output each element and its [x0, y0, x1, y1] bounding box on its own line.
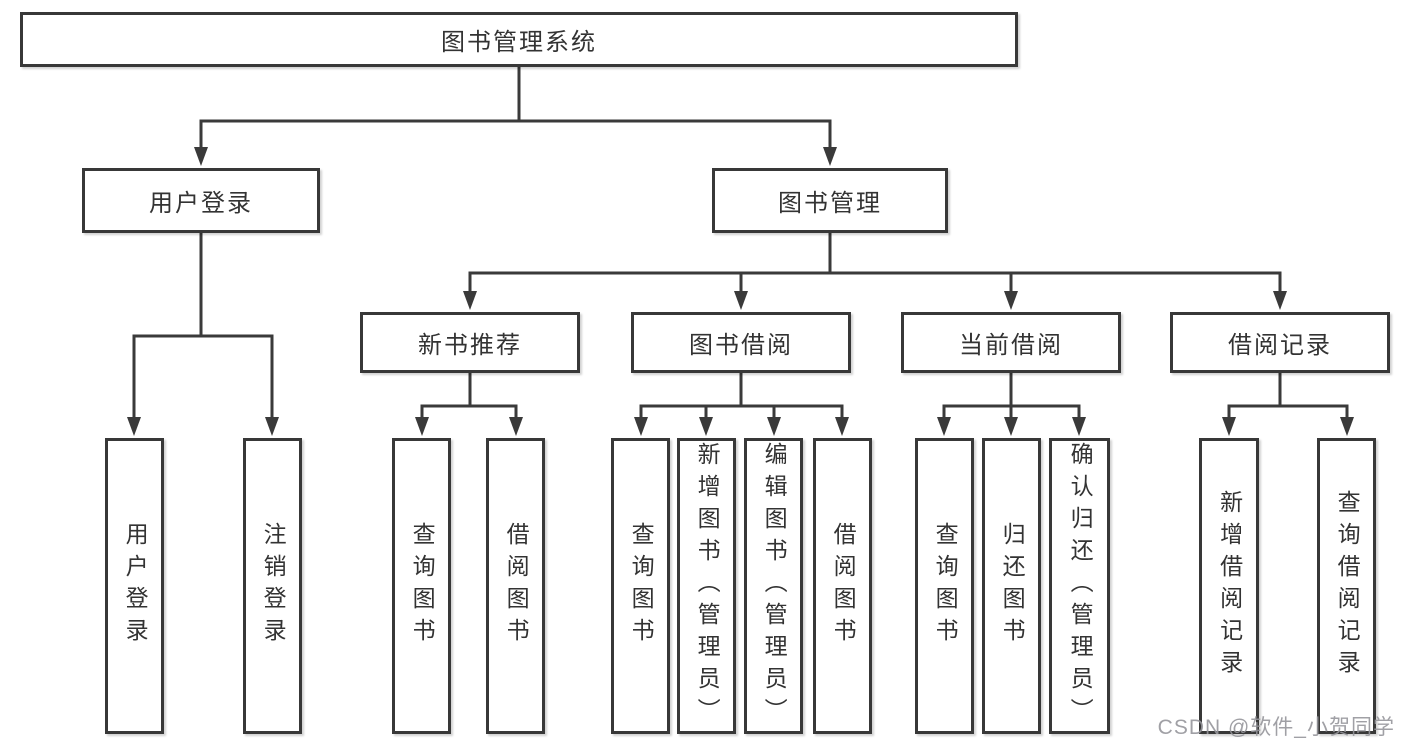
node-label: 新增借阅记录: [1216, 490, 1243, 682]
node-label: 借阅图书: [503, 522, 530, 650]
node-borrowing-records: 借阅记录: [1170, 312, 1390, 373]
node-label: 归还图书: [999, 522, 1026, 650]
node-label: 注销登录: [260, 522, 287, 650]
node-label: 确认归还（管理员）: [1067, 442, 1094, 730]
node-label: 新增图书（管理员）: [694, 442, 721, 730]
csdn-watermark: CSDN @软件_小贺同学: [1157, 716, 1395, 739]
node-label: 图书借阅: [689, 332, 793, 359]
leaf-query-books-borrowing: 查询图书: [611, 438, 670, 734]
node-label: 新书推荐: [418, 332, 522, 359]
node-label: 图书管理: [778, 190, 882, 217]
node-user-login: 用户登录: [82, 168, 320, 233]
leaf-query-books-current: 查询图书: [915, 438, 974, 734]
node-label: 借阅图书: [830, 522, 857, 650]
node-current-borrowing: 当前借阅: [901, 312, 1121, 373]
node-label: 图书管理系统: [441, 29, 597, 56]
node-label: 查询借阅记录: [1334, 490, 1361, 682]
node-book-management: 图书管理: [712, 168, 948, 233]
leaf-return-books: 归还图书: [982, 438, 1041, 734]
node-label: 用户登录: [149, 190, 253, 217]
leaf-query-books-recommend: 查询图书: [392, 438, 451, 734]
leaf-add-book-admin: 新增图书（管理员）: [677, 438, 736, 734]
leaf-borrow-books-borrowing: 借阅图书: [813, 438, 872, 734]
leaf-borrow-books-recommend: 借阅图书: [486, 438, 545, 734]
leaf-query-borrow-record: 查询借阅记录: [1317, 438, 1376, 734]
connector-root-to-level2: [199, 67, 832, 149]
connector-book-management-branch: [468, 233, 1282, 292]
node-label: 查询图书: [409, 522, 436, 650]
node-label: 用户登录: [122, 522, 149, 650]
leaf-user-login: 用户登录: [105, 438, 164, 734]
leaf-edit-book-admin: 编辑图书（管理员）: [744, 438, 803, 734]
leaf-logout: 注销登录: [243, 438, 302, 734]
connector-book-borrow-branch: [639, 373, 844, 419]
arrowheads: [127, 147, 1354, 436]
connector-new-book-branch: [420, 373, 518, 419]
node-label: 查询图书: [628, 522, 655, 650]
node-new-book-recommendation: 新书推荐: [360, 312, 580, 373]
connector-current-borrow-branch: [942, 373, 1081, 419]
node-label: 查询图书: [932, 522, 959, 650]
node-label: 借阅记录: [1228, 332, 1332, 359]
connector-borrow-records-branch: [1227, 373, 1349, 419]
node-label: 编辑图书（管理员）: [761, 442, 788, 730]
node-library-management-system: 图书管理系统: [20, 12, 1018, 67]
leaf-confirm-return-admin: 确认归还（管理员）: [1049, 438, 1110, 734]
node-label: 当前借阅: [959, 332, 1063, 359]
node-book-borrowing: 图书借阅: [631, 312, 851, 373]
leaf-add-borrow-record: 新增借阅记录: [1199, 438, 1259, 734]
connector-user-login-branch: [132, 233, 274, 419]
